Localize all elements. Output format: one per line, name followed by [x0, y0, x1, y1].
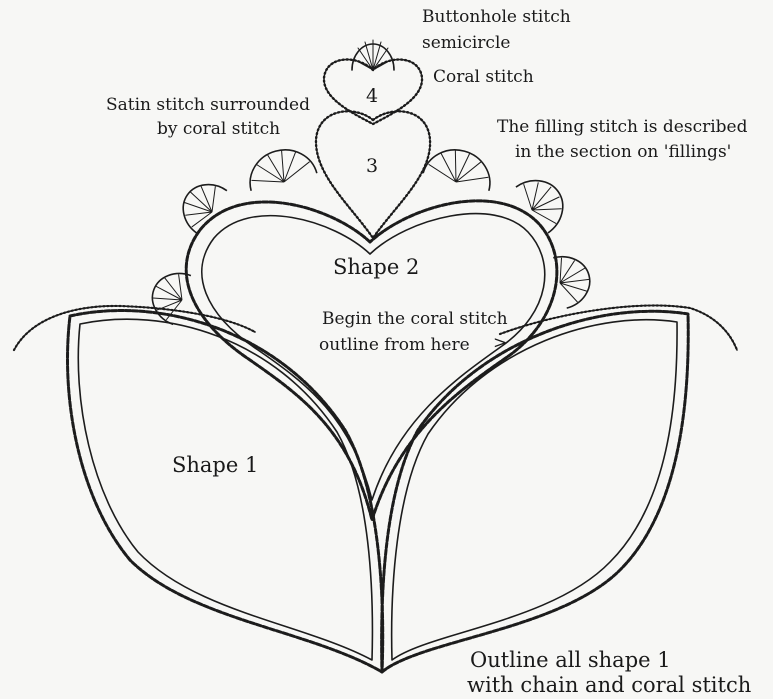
label-begin-line1: Begin the coral stitch: [322, 309, 508, 329]
label-filling-line1: The filling stitch is described: [497, 117, 748, 137]
label-outline-line1: Outline all shape 1: [470, 648, 671, 672]
shape1-right-leaf: [382, 311, 689, 672]
label-shape1: Shape 1: [172, 453, 258, 477]
number-4: 4: [366, 85, 378, 107]
number-3: 3: [366, 155, 378, 177]
label-satin-line1: Satin stitch surrounded: [106, 95, 310, 115]
buttonhole-semicircle-top: [352, 40, 394, 70]
label-outline-line2: with chain and coral stitch: [467, 673, 751, 697]
begin-arrow: >: [493, 333, 507, 353]
label-coral-stitch: Coral stitch: [433, 67, 534, 87]
label-satin-line2: by coral stitch: [157, 119, 280, 139]
label-buttonhole-line1: Buttonhole stitch: [422, 7, 571, 27]
label-shape2: Shape 2: [333, 255, 419, 279]
label-buttonhole-line2: semicircle: [422, 33, 510, 53]
label-filling-line2: in the section on 'fillings': [515, 142, 731, 162]
shape1-left-leaf: [68, 311, 383, 672]
label-begin-line2: outline from here: [319, 335, 470, 355]
